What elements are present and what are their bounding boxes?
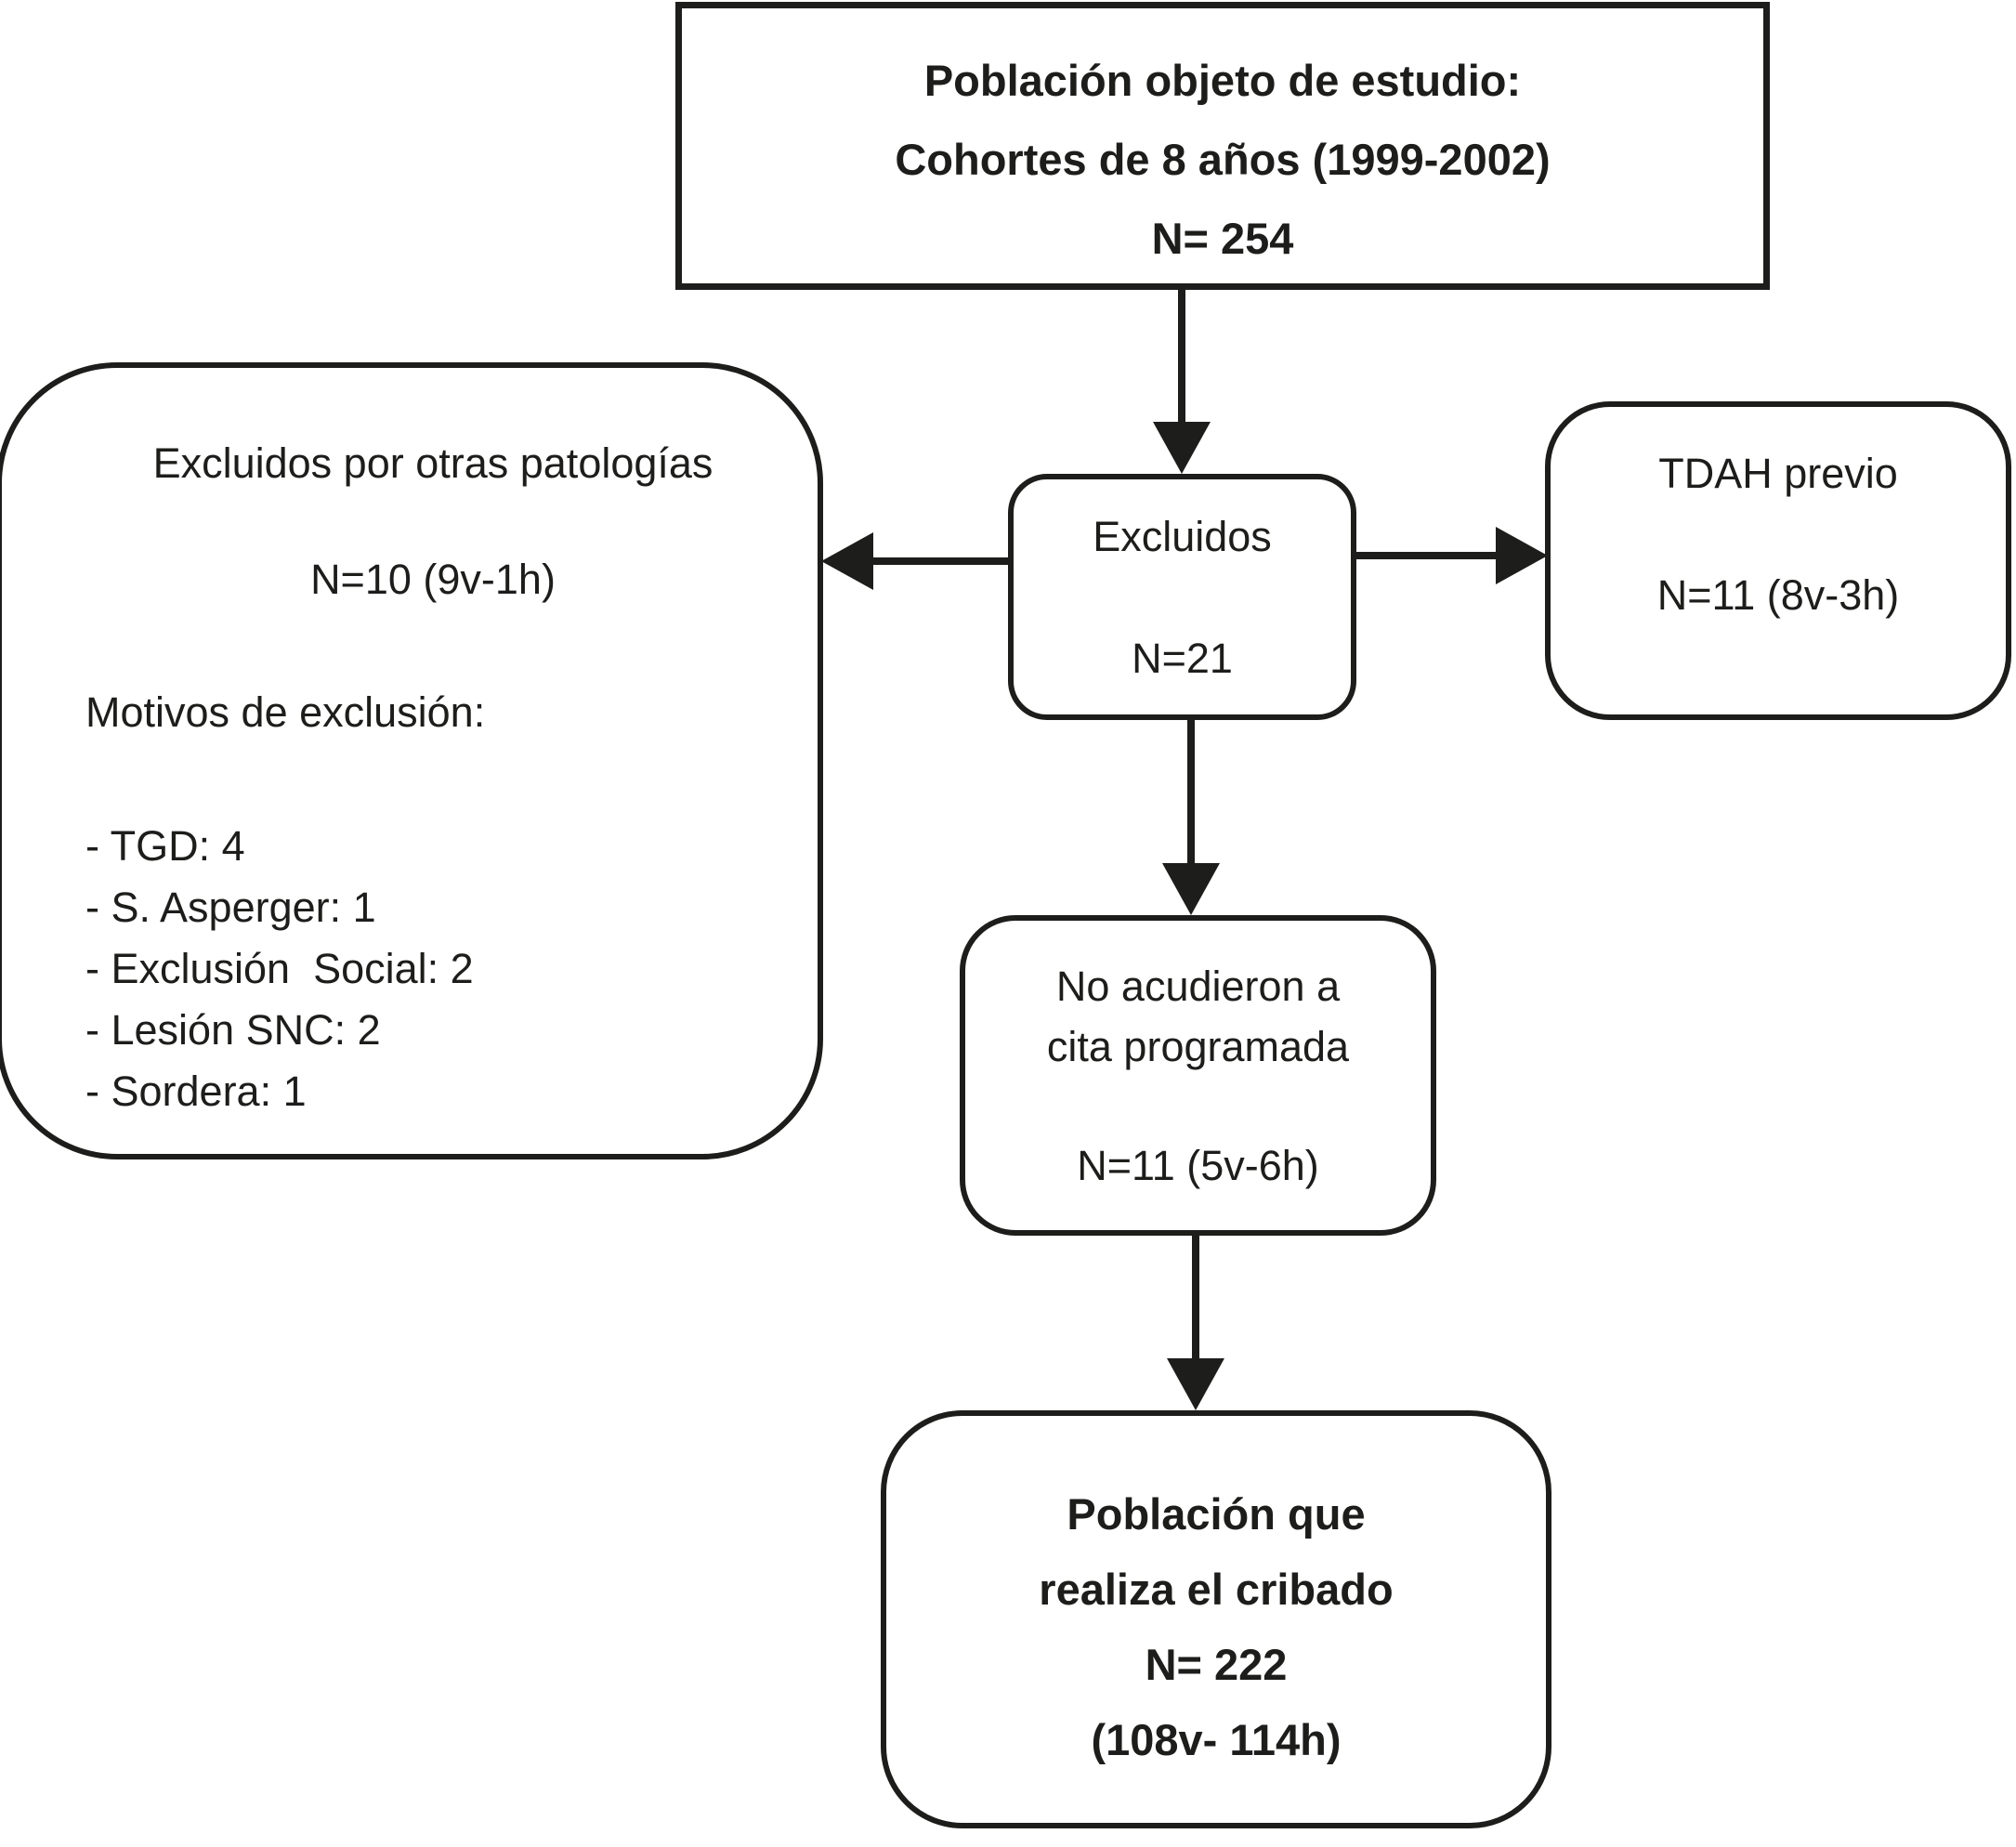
exclusion-reason-snc: - Lesión SNC: 2 bbox=[85, 1006, 381, 1054]
exclusion-reason-asperger: - S. Asperger: 1 bbox=[85, 884, 376, 931]
connector-noshow-to-screened-line bbox=[1192, 1234, 1199, 1360]
arrowhead-down-icon bbox=[1162, 863, 1220, 915]
connector-excluded-to-left-line bbox=[871, 557, 1008, 565]
study-population-title: Población objeto de estudio: bbox=[923, 55, 1522, 105]
arrowhead-left-icon bbox=[821, 532, 873, 590]
connector-top-to-excluded-line bbox=[1178, 288, 1185, 424]
arrowhead-down-icon bbox=[1153, 422, 1211, 474]
node-screened-population: Población que realiza el cribado N= 222 … bbox=[881, 1410, 1551, 1828]
exclusion-reason-social: - Exclusión Social: 2 bbox=[85, 945, 474, 992]
study-population-cohorts: Cohortes de 8 años (1999-2002) bbox=[895, 134, 1551, 184]
no-show-line1: No acudieron a bbox=[1055, 962, 1341, 1010]
tdah-previo-n: N=11 (8v-3h) bbox=[1656, 570, 1900, 619]
excluded-other-pathologies-heading: Excluidos por otras patologías bbox=[152, 439, 713, 487]
node-study-population: Población objeto de estudio: Cohortes de… bbox=[675, 2, 1770, 290]
exclusion-reason-tgd: - TGD: 4 bbox=[85, 822, 245, 870]
excluded-n: N=21 bbox=[1132, 634, 1233, 682]
connector-excluded-to-noshow-line bbox=[1187, 718, 1195, 865]
study-population-n: N= 254 bbox=[1151, 213, 1294, 263]
node-excluded: Excluidos N=21 bbox=[1008, 474, 1356, 720]
excluded-label: Excluidos bbox=[1093, 512, 1272, 560]
node-tdah-previo: TDAH previo N=11 (8v-3h) bbox=[1545, 401, 2011, 720]
screened-population-line2: realiza el cribado bbox=[1039, 1565, 1394, 1614]
connector-excluded-to-tdah-line bbox=[1355, 552, 1499, 559]
excluded-other-pathologies-n: N=10 (9v-1h) bbox=[310, 556, 556, 603]
arrowhead-down-icon bbox=[1167, 1358, 1224, 1410]
node-excluded-other-pathologies: Excluidos por otras patologías N=10 (9v-… bbox=[0, 362, 823, 1159]
tdah-previo-label: TDAH previo bbox=[1658, 449, 1898, 497]
no-show-line2: cita programada bbox=[1046, 1022, 1350, 1070]
arrowhead-right-icon bbox=[1496, 527, 1548, 584]
screened-population-split: (108v- 114h) bbox=[1091, 1715, 1342, 1764]
node-no-show: No acudieron a cita programada N=11 (5v-… bbox=[960, 915, 1436, 1236]
screened-population-n: N= 222 bbox=[1145, 1640, 1288, 1689]
screened-population-line1: Población que bbox=[1067, 1489, 1366, 1539]
exclusion-reasons-label: Motivos de exclusión: bbox=[85, 688, 486, 736]
exclusion-reason-sordera: - Sordera: 1 bbox=[85, 1068, 307, 1115]
no-show-n: N=11 (5v-6h) bbox=[1077, 1141, 1319, 1189]
